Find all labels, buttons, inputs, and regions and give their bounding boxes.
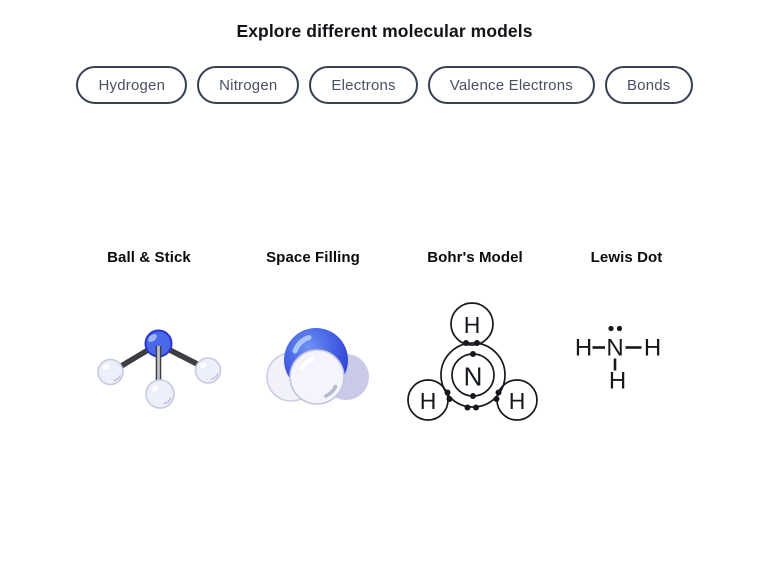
hydrogen-sphere-front (289, 349, 345, 405)
hydrogen-shell-top (450, 302, 494, 346)
lewis-hydrogen-symbol-right: H (644, 335, 661, 362)
bohr-hydrogen-symbol-top: H (464, 312, 481, 338)
lewis-hydrogen-symbol-left: H (575, 335, 592, 362)
lewis-lone-pair-dots (608, 325, 623, 332)
button-hydrogen[interactable]: Hydrogen (76, 66, 188, 104)
ball-and-stick-illustration (97, 329, 222, 409)
bohr-nitrogen-symbol: N (464, 362, 483, 392)
electron-dots (444, 340, 502, 411)
label-lewis-dot: Lewis Dot (590, 249, 663, 266)
page-title: Explore different molecular models (236, 21, 533, 41)
lewis-hydrogen-symbol-bottom: H (609, 368, 626, 395)
nitrogen-sphere-highlight (292, 335, 312, 354)
bohr-hydrogen-symbol-left: H (420, 388, 437, 414)
outer-shell-circle (440, 342, 506, 408)
hydrogen-sphere-front-shade (324, 384, 338, 398)
button-valence-electrons[interactable]: Valence Electrons (427, 66, 595, 104)
toolbar: Hydrogen Nitrogen Electrons Valence Elec… (0, 66, 769, 104)
button-nitrogen[interactable]: Nitrogen (197, 66, 300, 104)
lewis-nitrogen-symbol: N (606, 335, 623, 362)
bohr-model-illustration: N H H H (407, 302, 538, 421)
label-space-filling: Space Filling (266, 249, 360, 266)
label-bohrs-model: Bohr's Model (427, 249, 523, 266)
hydrogen-ball-right (194, 357, 222, 384)
nitrogen-ball-highlight (148, 334, 157, 342)
bohr-hydrogen-symbol-right: H (509, 388, 526, 414)
label-ball-and-stick: Ball & Stick (107, 249, 191, 266)
hydrogen-ball-left (97, 358, 124, 386)
button-bonds[interactable]: Bonds (604, 66, 693, 104)
lewis-dot-illustration: H N H H (575, 325, 661, 395)
space-filling-illustration (266, 328, 369, 405)
lewis-bonds (592, 346, 642, 371)
hydrogen-ball-bottom (145, 379, 175, 409)
button-electrons[interactable]: Electrons (309, 66, 418, 104)
hydrogen-sphere-front-highlight (299, 357, 315, 372)
